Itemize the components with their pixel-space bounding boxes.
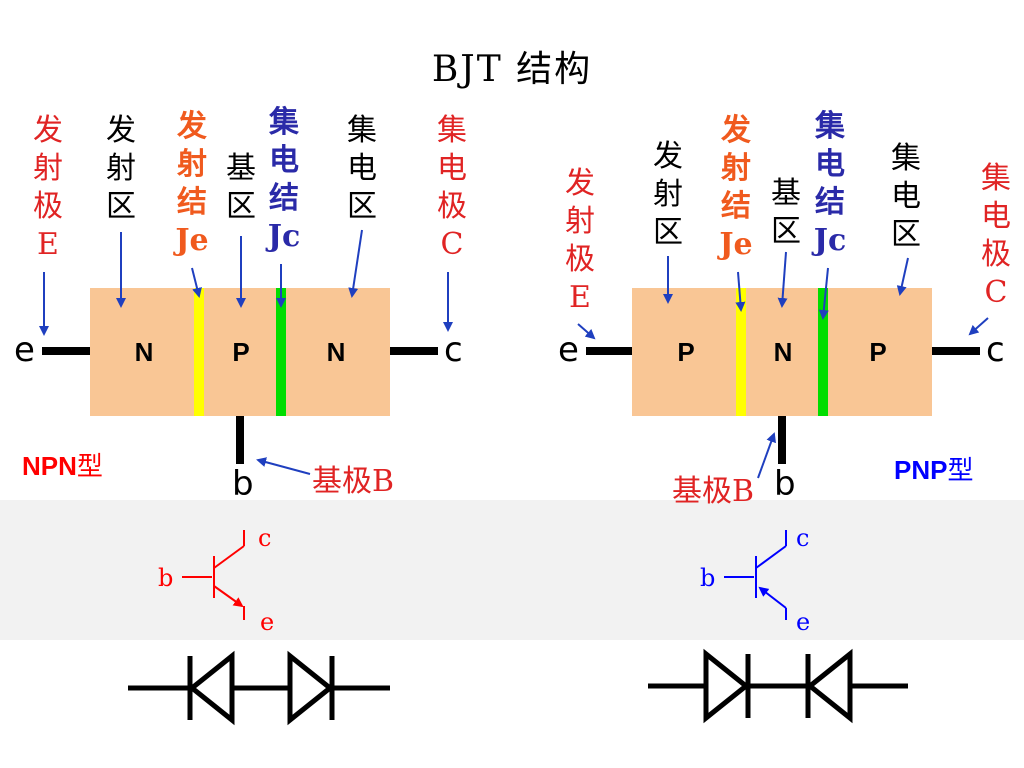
npn-transistor-symbol bbox=[182, 530, 245, 620]
pnp-terminal-b: b bbox=[774, 464, 796, 504]
npn-collector-junction-band bbox=[276, 288, 286, 416]
pnp-collector-lead bbox=[932, 347, 980, 355]
pnp-region-emitter: P bbox=[677, 337, 695, 367]
pnp-arrow-emitter-junction bbox=[735, 271, 746, 312]
npn-arrow-base-electrode bbox=[256, 457, 311, 475]
pnp-base-electrode-label: 基极B bbox=[672, 474, 755, 509]
pnp-arrow-collector-region bbox=[896, 257, 909, 296]
npn-collector-lead bbox=[390, 347, 438, 355]
pnp-arrow-collector-junction bbox=[818, 267, 829, 320]
pnp-symbol-e: e bbox=[796, 608, 810, 636]
npn-label-collector-region: 集电区 bbox=[347, 113, 377, 224]
pnp-pointer-arrows bbox=[577, 251, 989, 479]
npn-label-base-region: 基区 bbox=[226, 151, 256, 224]
pnp-base-lead bbox=[778, 416, 786, 464]
pnp-arrow-base-region bbox=[777, 251, 788, 308]
npn-symbol-b: b bbox=[158, 564, 173, 592]
npn-arrow-emitter-junction bbox=[191, 267, 202, 298]
pnp-label-base-region: 基区 bbox=[771, 176, 801, 249]
pnp-diode-equivalent bbox=[648, 648, 908, 724]
npn-region-collector: N bbox=[326, 337, 346, 367]
npn-pointer-arrows bbox=[39, 229, 453, 475]
npn-emitter-lead bbox=[42, 347, 90, 355]
pnp-symbol-c: c bbox=[796, 524, 809, 552]
pnp-semiconductor-block bbox=[632, 288, 932, 416]
pnp-symbol-b: b bbox=[700, 564, 715, 592]
npn-label-emitter-region: 发射区 bbox=[106, 113, 136, 224]
npn-diode-equivalent bbox=[128, 650, 390, 726]
npn-terminal-e: e bbox=[14, 330, 35, 370]
pnp-terminal-e: e bbox=[558, 330, 579, 370]
npn-type-tag: NPN型 bbox=[22, 451, 103, 482]
pnp-transistor-symbol bbox=[724, 530, 787, 620]
npn-terminal-c: c bbox=[444, 330, 463, 370]
npn-region-emitter: N bbox=[134, 337, 154, 367]
pnp-emitter-lead bbox=[586, 347, 632, 355]
pnp-label-collector-region: 集电区 bbox=[891, 141, 921, 252]
pnp-terminal-c: c bbox=[986, 330, 1005, 370]
npn-base-electrode-label: 基极B bbox=[312, 464, 395, 499]
pnp-type-tag: PNP型 bbox=[894, 455, 974, 486]
npn-arrow-collector-region bbox=[348, 229, 363, 298]
pnp-region-collector: P bbox=[869, 337, 887, 367]
page-title: BJT 结构 bbox=[431, 49, 593, 90]
pnp-collector-junction-band bbox=[818, 288, 828, 416]
pnp-arrow-base-electrode bbox=[757, 432, 776, 479]
npn-base-lead bbox=[236, 416, 244, 464]
npn-terminal-b: b bbox=[232, 464, 254, 504]
npn-symbol-e: e bbox=[260, 608, 274, 636]
pnp-region-base: N bbox=[773, 337, 793, 367]
npn-symbol-c: c bbox=[258, 524, 271, 552]
pnp-arrow-collector-electrode bbox=[968, 317, 989, 336]
npn-semiconductor-block bbox=[90, 288, 390, 416]
pnp-emitter-junction-band bbox=[736, 288, 746, 416]
pnp-label-emitter-region: 发射区 bbox=[653, 139, 683, 250]
npn-emitter-junction-band bbox=[194, 288, 204, 416]
symbol-backdrop bbox=[0, 500, 1024, 640]
npn-region-base: P bbox=[232, 337, 250, 367]
pnp-arrow-emitter-electrode bbox=[577, 323, 596, 340]
